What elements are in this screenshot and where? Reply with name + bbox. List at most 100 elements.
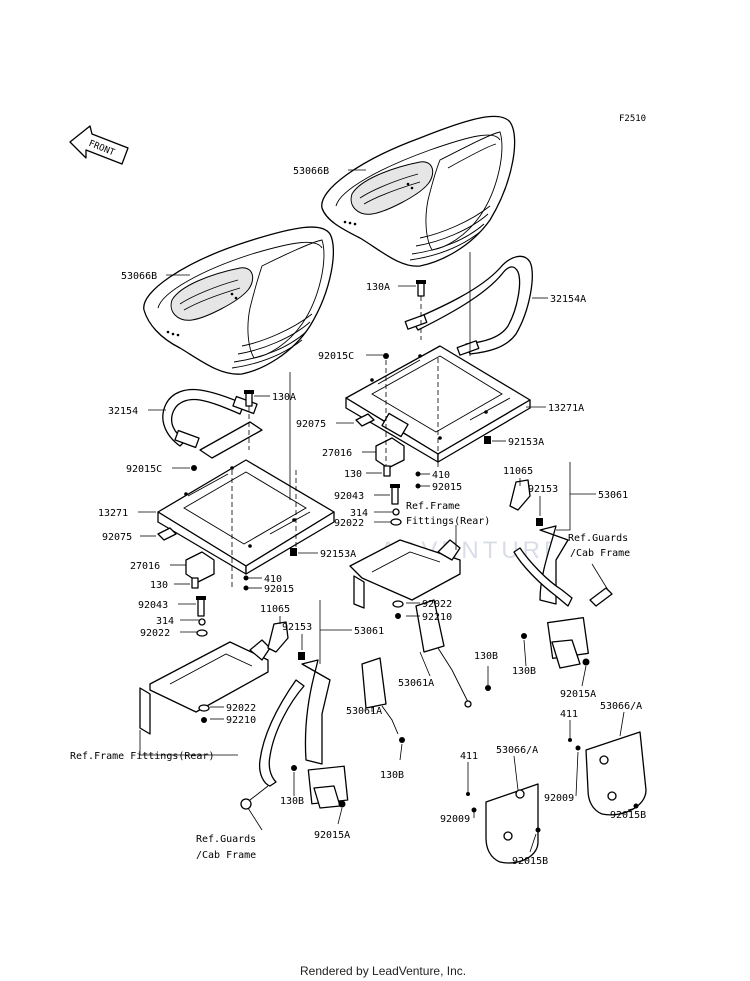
- label-92153a-right: 92153A: [508, 437, 544, 448]
- nut-92210-right: [395, 613, 401, 619]
- base-left: [157, 459, 335, 575]
- guard-bolt-left: [240, 798, 252, 810]
- washer-314-left: [198, 618, 206, 626]
- label-130b-3: 130B: [512, 666, 536, 677]
- seatbelt-right: [509, 479, 613, 669]
- label-53061-left: 53061: [354, 626, 384, 637]
- label-130b-2: 130B: [280, 796, 304, 807]
- label-92210-right: 92210: [422, 612, 452, 623]
- washer-411-left: [466, 792, 470, 796]
- label-53066a-left: 53066/A: [496, 745, 538, 756]
- label-ref-frame-right-1: Ref.Frame: [406, 501, 460, 512]
- collar-92022-right-bottom: [392, 600, 404, 608]
- label-92153-right: 92153: [528, 484, 558, 495]
- label-92022-right-top: 92022: [334, 518, 364, 529]
- bolt-130-right: [383, 465, 391, 477]
- label-ref-guards-left-1: Ref.Guards: [196, 834, 256, 845]
- rail-left: [162, 388, 263, 459]
- label-92075-right: 92075: [296, 419, 326, 430]
- cover-11065-left: [267, 621, 289, 653]
- nut-92015-left: [243, 585, 249, 591]
- label-32154a: 32154A: [550, 294, 586, 305]
- plate-left: [466, 783, 541, 864]
- nut-92015a-left: [338, 800, 346, 808]
- label-53066b-left: 53066B: [121, 271, 157, 282]
- figure-code: F2510: [619, 114, 646, 124]
- label-92009-right: 92009: [544, 793, 574, 804]
- label-92153a-left: 92153A: [320, 549, 356, 560]
- label-13271a: 13271A: [548, 403, 584, 414]
- label-27016-right: 27016: [322, 448, 352, 459]
- label-53061a-right: 53061A: [398, 678, 434, 689]
- bolt-130a-left: [244, 390, 254, 407]
- label-53066a-right: 53066/A: [600, 701, 642, 712]
- label-ref-guards-right-1: Ref.Guards: [568, 533, 628, 544]
- seatbelt-left: [240, 621, 349, 810]
- label-27016-left: 27016: [130, 561, 160, 572]
- nut-92015b-right: [633, 803, 639, 809]
- cover-11065-right: [509, 479, 531, 511]
- bolt-130b-2: [291, 765, 297, 771]
- screw-92009-left: [471, 807, 477, 813]
- label-32154: 32154: [108, 406, 138, 417]
- label-53061a-left: 53061A: [346, 706, 382, 717]
- buckle-left: [361, 657, 405, 743]
- label-410-right: 410: [432, 470, 450, 481]
- nut-92015-right: [415, 483, 421, 489]
- label-92015a-left: 92015A: [314, 830, 350, 841]
- label-92015a-right: 92015A: [560, 689, 596, 700]
- nut-92210-left: [201, 717, 207, 723]
- label-410-left: 410: [264, 574, 282, 585]
- base-right: [345, 345, 531, 463]
- label-92015c-right: 92015C: [318, 351, 354, 362]
- bolt-130-left: [191, 577, 199, 589]
- label-92022-left-top: 92022: [140, 628, 170, 639]
- label-ref-guards-left-2: /Cab Frame: [196, 850, 256, 861]
- label-92015c-left: 92015C: [126, 464, 162, 475]
- label-92015-left: 92015: [264, 584, 294, 595]
- label-411-left: 411: [460, 751, 478, 762]
- washer-314-right: [392, 508, 400, 516]
- label-92043-left: 92043: [138, 600, 168, 611]
- washer-410-left: [243, 575, 249, 581]
- front-arrow-icon: FRONT: [69, 125, 129, 165]
- bolt-92153-right: [536, 518, 543, 526]
- rail-right: [404, 255, 533, 356]
- nut-92015a-right: [582, 658, 590, 666]
- screw-92009-right: [575, 745, 581, 751]
- nut-92015b-left: [535, 827, 541, 833]
- label-92009-left: 92009: [440, 814, 470, 825]
- label-130a-left: 130A: [272, 392, 296, 403]
- washer-411-right: [568, 738, 572, 742]
- label-130b-1: 130B: [474, 651, 498, 662]
- label-92043-right: 92043: [334, 491, 364, 502]
- block-right: [375, 437, 405, 469]
- bolt-130b-3: [521, 633, 527, 639]
- label-314-right: 314: [350, 508, 368, 519]
- bolt-92043-right: [390, 484, 400, 505]
- label-13271: 13271: [98, 508, 128, 519]
- buckle-right: [415, 599, 491, 708]
- collar-92022-left-bottom: [198, 704, 210, 712]
- label-11065-left: 11065: [260, 604, 290, 615]
- label-53061-right: 53061: [598, 490, 628, 501]
- label-ref-guards-right-2: /Cab Frame: [570, 548, 630, 559]
- frame-fitting-right: [349, 539, 461, 609]
- bolt-130b-4: [399, 737, 405, 743]
- bolt-92153-left: [298, 652, 305, 660]
- rubber-left: [157, 527, 177, 541]
- label-92015-right: 92015: [432, 482, 462, 493]
- label-314-left: 314: [156, 616, 174, 627]
- label-92015b-left: 92015B: [512, 856, 548, 867]
- nut-92015c-right: [383, 353, 389, 359]
- label-130b-4: 130B: [380, 770, 404, 781]
- collar-92022-left-top: [196, 629, 208, 637]
- label-92022-left-bottom: 92022: [226, 703, 256, 714]
- label-92015b-right: 92015B: [610, 810, 646, 821]
- seat-left: [143, 226, 335, 375]
- plate-right: [568, 731, 647, 816]
- label-ref-frame-right-2: Fittings(Rear): [406, 516, 490, 527]
- nut-92015c-left: [191, 465, 197, 471]
- seat-right: [321, 115, 516, 267]
